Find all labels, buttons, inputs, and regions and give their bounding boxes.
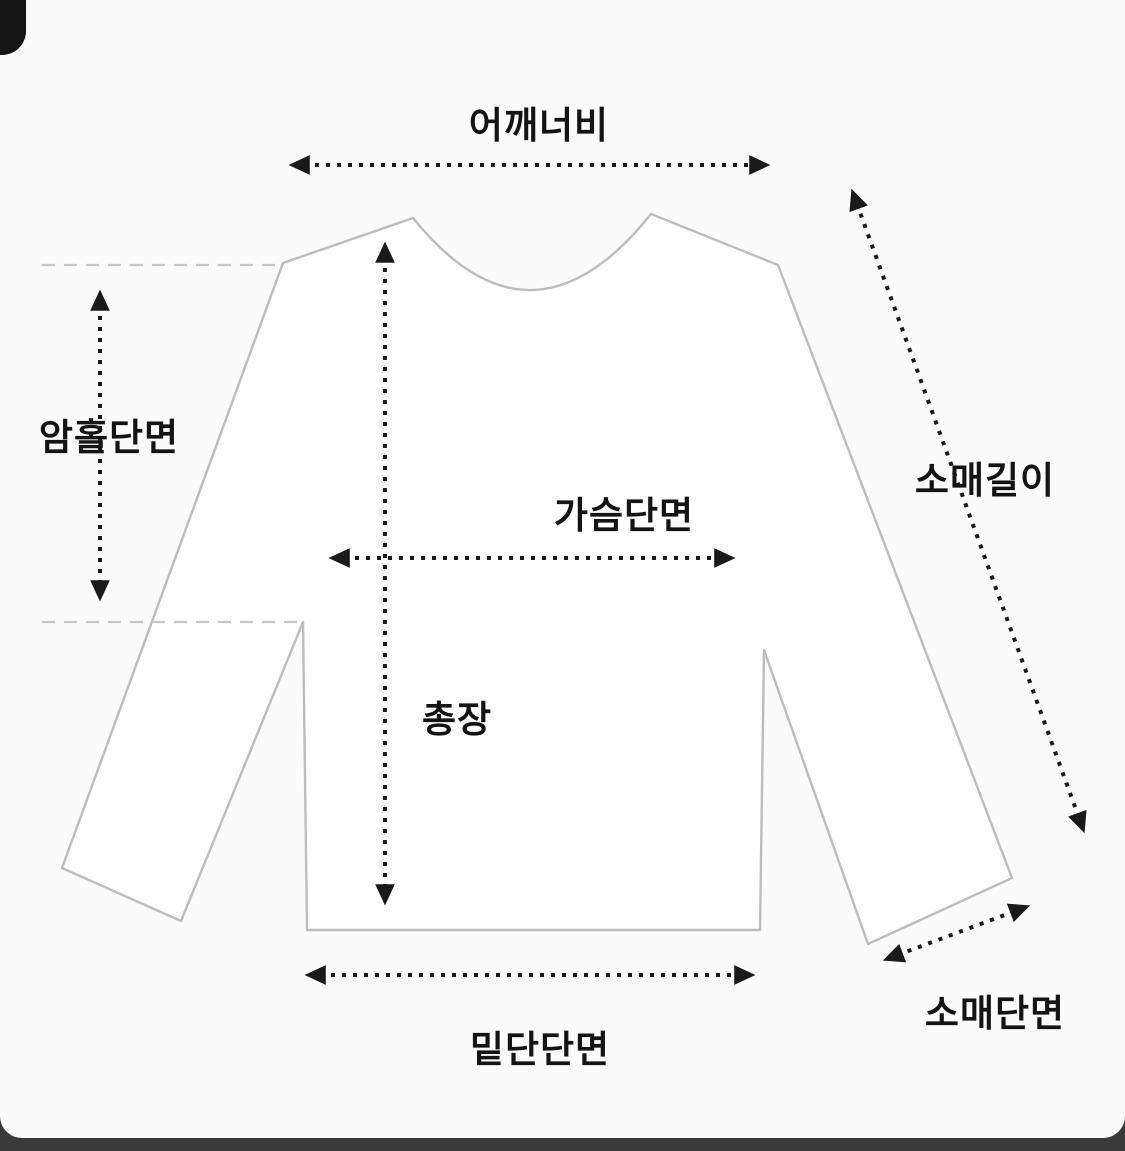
total-length-label: 총장 <box>422 699 492 740</box>
chest-label: 가슴단면 <box>554 495 694 536</box>
sleeve-hem-label: 소매단면 <box>925 993 1065 1034</box>
sleeve-hem-arrow <box>882 903 1031 963</box>
shirt-outline <box>60 212 1014 946</box>
armhole-label: 암홀단면 <box>39 417 179 458</box>
hem-label: 밑단단면 <box>470 1029 610 1070</box>
shoulder-width-label: 어깨너비 <box>469 105 609 146</box>
sleeve-length-label: 소매길이 <box>915 460 1055 501</box>
sleeve-length-arrow <box>849 188 1087 834</box>
